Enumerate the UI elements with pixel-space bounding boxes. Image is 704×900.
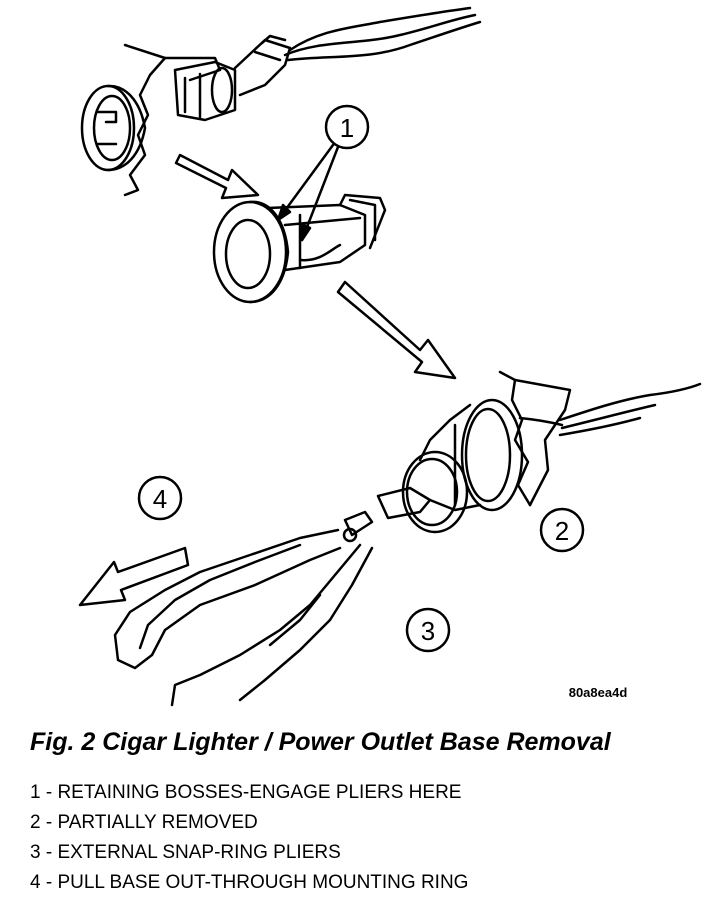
legend-item-4: 4 - PULL BASE OUT-THROUGH MOUNTING RING bbox=[30, 872, 469, 893]
image-code: 80a8ea4d bbox=[569, 685, 628, 700]
svg-text:1: 1 bbox=[340, 113, 354, 143]
outlet-partially-removed bbox=[376, 370, 702, 534]
direction-arrow-1 bbox=[174, 153, 260, 200]
figure-caption: Fig. 2 Cigar Lighter / Power Outlet Base… bbox=[30, 728, 611, 756]
svg-text:2: 2 bbox=[555, 516, 569, 546]
snap-ring-pliers bbox=[113, 510, 374, 707]
legend-item-1: 1 - RETAINING BOSSES-ENGAGE PLIERS HERE bbox=[30, 782, 462, 803]
callout-3: 3 bbox=[405, 607, 451, 653]
outlet-installed-top bbox=[80, 6, 482, 197]
legend-list: 1 - RETAINING BOSSES-ENGAGE PLIERS HERE … bbox=[30, 778, 468, 898]
legend-item-2: 2 - PARTIALLY REMOVED bbox=[30, 812, 258, 833]
callout-1: 1 bbox=[276, 104, 370, 242]
svg-text:4: 4 bbox=[153, 484, 167, 514]
outlet-base-removed bbox=[212, 193, 387, 304]
svg-text:3: 3 bbox=[421, 616, 435, 646]
callout-2: 2 bbox=[539, 507, 585, 553]
legend-item-3: 3 - EXTERNAL SNAP-RING PLIERS bbox=[30, 842, 341, 863]
illustration: 1 bbox=[78, 6, 702, 707]
pull-direction-arrow bbox=[78, 546, 190, 607]
callout-4: 4 bbox=[137, 475, 183, 521]
direction-arrow-2 bbox=[336, 280, 457, 380]
